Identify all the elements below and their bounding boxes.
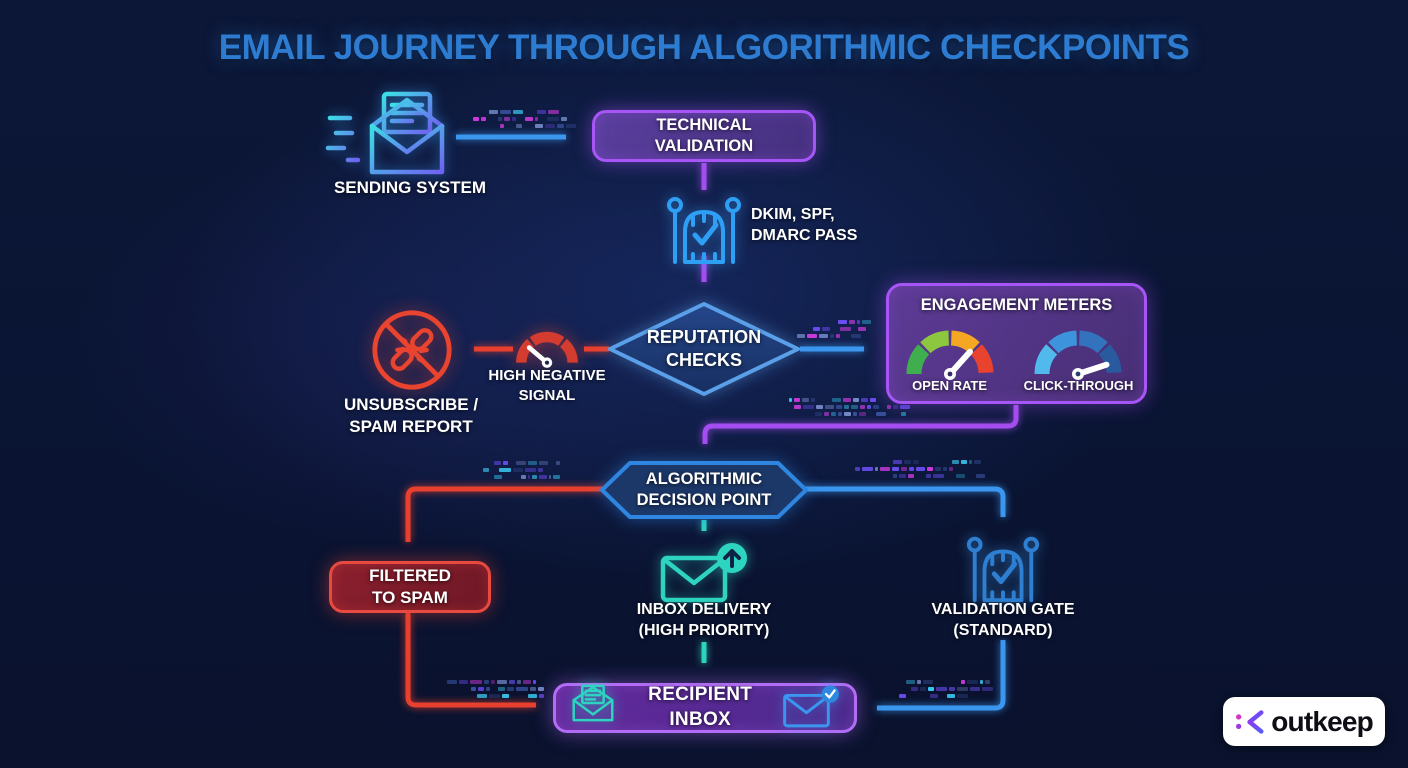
data-stream [855,460,990,481]
filtered-to-spam-line1: FILTERED [369,565,451,585]
data-stream [468,461,560,482]
sending-email-icon [325,91,445,175]
dkim-note: DKIM, SPF, DMARC PASS [751,205,857,247]
unsubscribe-broken-link-icon [372,310,452,390]
click-through-label: CLICK-THROUGH [1023,378,1134,394]
decision-point-node: ALGORITHMIC DECISION POINT [598,459,810,521]
arrow-spam-to-inbox [405,613,536,708]
engagement-meters-panel: ENGAGEMENT METERS OPEN RATE [886,283,1147,404]
dkim-gate-icon [667,197,741,264]
reputation-checks-line1: REPUTATION [646,327,762,347]
outkeep-logo: outkeep [1223,697,1385,746]
recipient-inbox-label: RECIPIENT INBOX [648,684,753,730]
reputation-checks-node: REPUTATION CHECKS [606,300,802,398]
high-negative-signal-line2: SIGNAL [518,386,576,404]
data-stream [888,680,993,701]
negative-signal-gauge-icon [516,331,578,368]
high-negative-signal-line1: HIGH NEGATIVE [488,367,606,384]
inbox-delivery-label: INBOX DELIVERY (HIGH PRIORITY) [619,600,789,642]
arrow-decision-to-spam [405,486,608,542]
data-stream [468,110,576,131]
inbox-delivery-line1: INBOX DELIVERY [636,601,772,618]
click-through-gauge: CLICK-THROUGH [1023,318,1134,395]
validation-gate-icon [966,536,1040,603]
recipient-inbox-node: RECIPIENT INBOX [553,683,857,733]
technical-validation-line2: VALIDATION [654,137,754,155]
arrow-engagement-to-decision [702,405,1019,444]
data-stream [793,320,879,341]
click-through-gauge-icon [1034,330,1122,381]
unsubscribe-spam-line1: UNSUBSCRIBE / [343,395,479,414]
filtered-to-spam-node: FILTERED TO SPAM [329,561,491,613]
dkim-note-line1: DKIM, SPF, [751,206,835,223]
recipient-open-envelope-icon [572,684,614,722]
technical-validation-node: TECHNICAL VALIDATION [592,110,816,162]
technical-validation-line1: TECHNICAL [656,115,752,134]
data-stream [438,680,550,701]
validation-gate-line2: (STANDARD) [953,621,1053,639]
sending-system-label: SENDING SYSTEM [333,178,487,197]
data-stream [778,398,911,419]
reputation-checks-line2: CHECKS [665,350,742,371]
unsubscribe-spam-label: UNSUBSCRIBE / SPAM REPORT [325,394,497,438]
open-rate-gauge-icon [906,330,994,381]
page-title: EMAIL JOURNEY THROUGH ALGORITHMIC CHECKP… [218,28,1190,67]
high-negative-signal-label: HIGH NEGATIVE SIGNAL [472,366,622,405]
filtered-to-spam-line2: TO SPAM [372,588,448,607]
decision-point-line2: DECISION POINT [636,491,772,510]
dkim-note-line2: DMARC PASS [751,226,858,244]
open-rate-label: OPEN RATE [912,378,988,394]
validation-gate-label: VALIDATION GATE (STANDARD) [918,600,1088,642]
arrow-gate-to-inbox [877,640,1006,711]
inbox-delivery-icon [660,543,747,603]
inbox-delivery-line2: (HIGH PRIORITY) [638,621,770,639]
outkeep-logo-icon [1236,708,1264,735]
outkeep-logo-text: outkeep [1271,705,1374,737]
engagement-meters-title: ENGAGEMENT METERS [920,296,1113,314]
decision-point-line1: ALGORITHMIC [645,470,763,488]
unsubscribe-spam-line2: SPAM REPORT [349,417,473,437]
arrow-decision-to-gate [799,486,1006,517]
open-rate-gauge: OPEN RATE [900,318,1000,395]
validation-gate-line1: VALIDATION GATE [931,601,1075,618]
delivered-envelope-check-icon [783,685,840,728]
